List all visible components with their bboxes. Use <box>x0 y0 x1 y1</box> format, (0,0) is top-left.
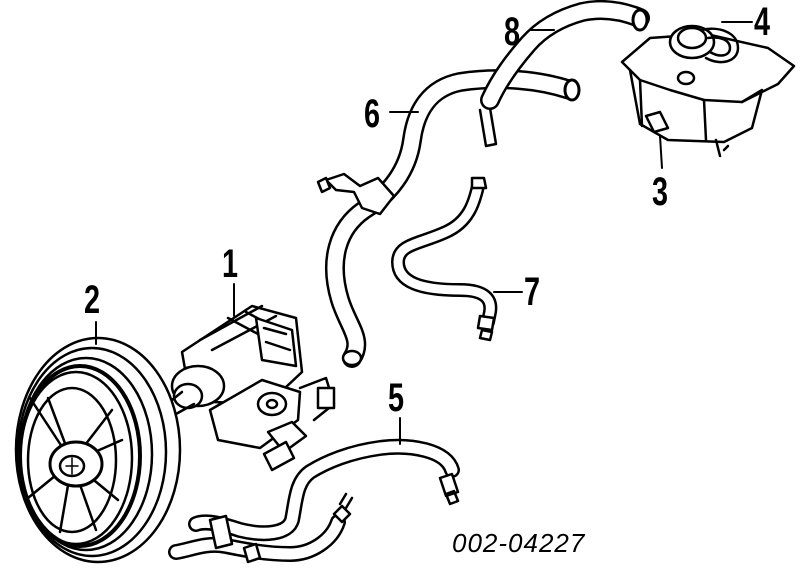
callout-reservoir-cap: 4 <box>754 0 771 44</box>
callout-return-line: 7 <box>524 270 541 314</box>
supply-hose-part <box>480 0 650 110</box>
callout-return-hose: 6 <box>364 92 381 136</box>
return-line-part <box>391 176 498 342</box>
return-hose-part <box>316 69 581 368</box>
diagram-code: 002-04227 <box>452 528 586 558</box>
reservoir-cap-part <box>668 24 740 86</box>
callout-reservoir: 3 <box>652 170 669 214</box>
callout-pulley: 2 <box>84 278 101 322</box>
leader-lines <box>95 21 753 445</box>
callout-supply-hose: 8 <box>504 10 521 54</box>
pressure-hose-part <box>168 438 460 564</box>
callout-pump: 1 <box>222 242 239 286</box>
pulley-part <box>14 336 182 564</box>
callout-pressure-hose: 5 <box>388 376 405 420</box>
pump-part <box>170 304 336 472</box>
leader-reservoir <box>659 135 663 169</box>
reservoir-part <box>620 32 796 158</box>
